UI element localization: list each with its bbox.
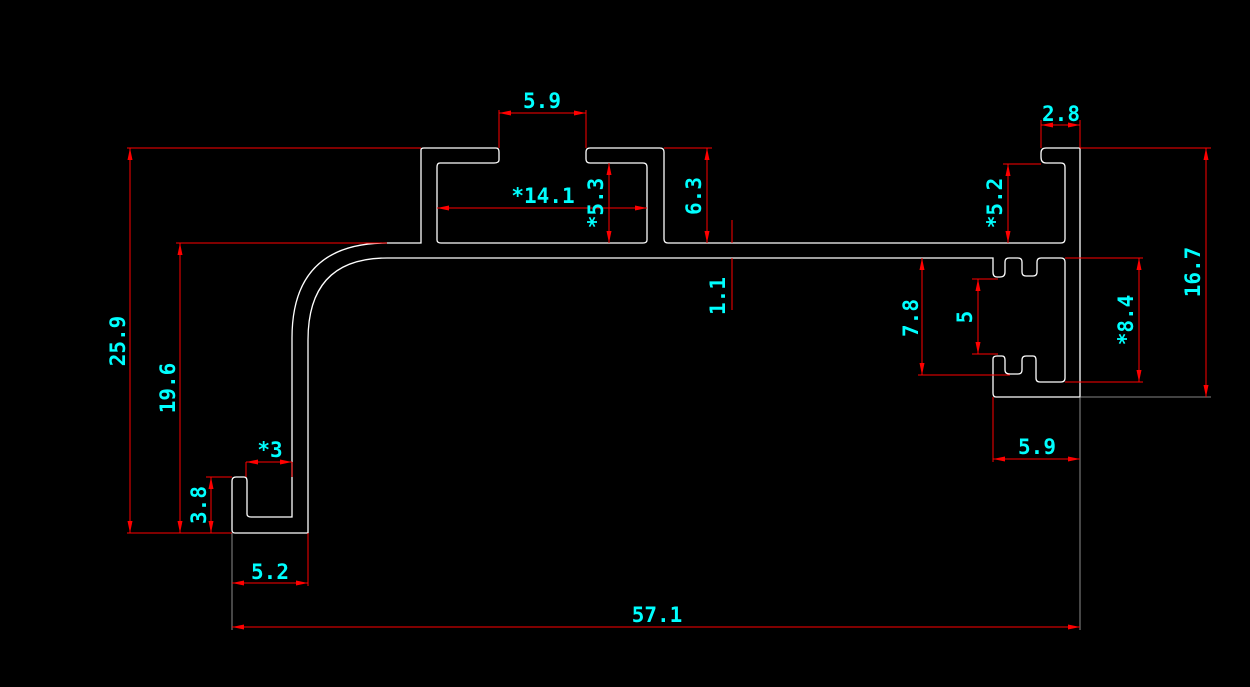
arrowhead [606,231,612,243]
arrowhead [208,477,214,489]
dim-right-lower-inner: *8.4 [1114,295,1138,346]
arrowhead [975,342,981,354]
dim-right-upper-inner: *5.2 [983,178,1007,229]
dim-right-teeth-outer: 7.8 [899,299,923,337]
arrowhead [127,521,133,533]
dim-overall-width: 57.1 [632,603,683,627]
dim-bar-thickness: 1.1 [706,277,730,315]
arrowhead [704,231,710,243]
dimension-labels: 5.9 *14.1 *5.3 6.3 1.1 2.8 *5.2 16.7 *8.… [106,89,1205,627]
arrowhead [246,459,258,465]
arrowhead [1041,122,1053,128]
dim-right-teeth-gap: 5 [953,311,977,324]
arrowhead [975,279,981,291]
arrowhead [208,521,214,533]
arrowhead [1068,456,1080,462]
arrowhead [1203,385,1209,397]
arrowhead [296,580,308,586]
dim-top-height: 6.3 [682,177,706,215]
arrowhead [232,624,244,630]
dimension-arrows [127,110,1209,630]
arrowhead [704,148,710,160]
dim-hook-opening: *3 [257,438,282,462]
dim-hook-height: 3.8 [187,486,211,524]
dim-top-slot-inner-width: *14.1 [511,184,574,208]
arrowhead [437,205,449,211]
arrowhead [499,110,511,116]
dim-right-opening: 2.8 [1042,102,1080,126]
arrowhead [232,580,244,586]
arrowhead [993,456,1005,462]
dim-bend-height: 19.6 [156,363,180,414]
dim-overall-height: 25.9 [106,316,130,367]
arrowhead [177,243,183,255]
arrowhead [1005,164,1011,176]
arrowhead [919,363,925,375]
arrowhead [606,163,612,175]
arrowhead [635,205,647,211]
arrowhead [177,521,183,533]
dim-right-bottom-width: 5.9 [1018,435,1056,459]
arrowhead [1203,148,1209,160]
arrowhead [1068,624,1080,630]
arrowhead [1136,258,1142,270]
arrowhead [1136,370,1142,382]
dim-hook-width: 5.2 [251,560,289,584]
extension-lines [127,110,1211,630]
arrowhead [280,459,292,465]
arrowhead [127,148,133,160]
arrowhead [574,110,586,116]
arrowhead [919,258,925,270]
profile-outline [231,147,1081,534]
arrowhead [1005,231,1011,243]
dim-top-slot-inner-height: *5.3 [584,178,608,229]
dim-right-total-height: 16.7 [1181,247,1205,298]
arrowhead [1068,122,1080,128]
dim-top-slot-opening: 5.9 [523,89,561,113]
